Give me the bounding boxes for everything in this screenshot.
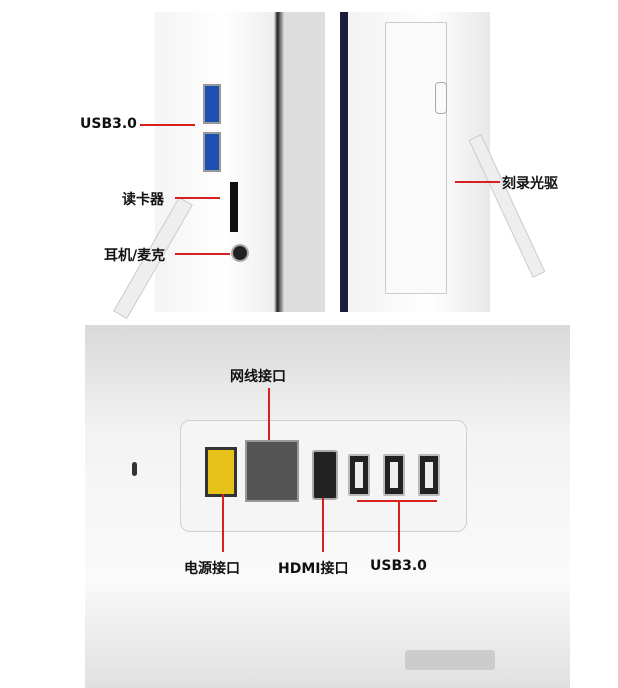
label-rear-usb: USB3.0 (370, 558, 427, 574)
power-port (205, 447, 237, 497)
label-card-reader: 读卡器 (122, 192, 164, 208)
label-power: 电源接口 (184, 561, 240, 577)
callout-line (357, 500, 437, 502)
usb-port-rear-2 (383, 454, 405, 496)
label-ethernet: 网线接口 (230, 369, 286, 385)
label-hdmi: HDMI接口 (278, 561, 349, 577)
callout-line (268, 388, 270, 440)
label-headphone-mic: 耳机/麦克 (104, 248, 166, 264)
callout-line (398, 500, 400, 552)
audio-jack (231, 244, 249, 262)
eject-button (435, 82, 447, 114)
lock-slot (132, 462, 137, 476)
label-optical-drive: 刻录光驱 (502, 176, 558, 192)
card-slot (230, 182, 238, 232)
usb-port-rear-3 (418, 454, 440, 496)
callout-line (455, 181, 500, 183)
usb-port-1 (203, 84, 221, 124)
callout-line (175, 197, 220, 199)
callout-line (322, 498, 324, 552)
side-ports-photo (113, 12, 325, 320)
optical-drive-photo (340, 12, 490, 312)
drive-tray (385, 22, 447, 294)
label-side-usb: USB3.0 (80, 116, 137, 132)
usb-port-rear-1 (348, 454, 370, 496)
callout-line (140, 124, 195, 126)
bottom-foot (405, 650, 495, 670)
rear-ports-photo (85, 325, 570, 688)
hdmi-port (312, 450, 338, 500)
usb-port-2 (203, 132, 221, 172)
callout-line (222, 494, 224, 552)
ethernet-port (245, 440, 299, 502)
callout-line (175, 253, 230, 255)
